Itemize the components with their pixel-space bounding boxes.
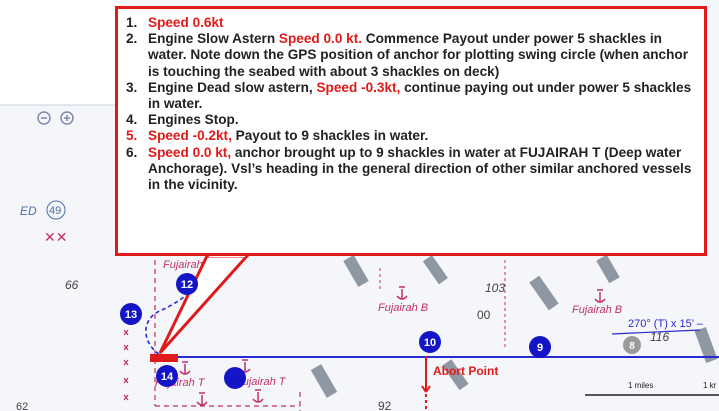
anchored-vessels <box>310 254 718 398</box>
step-5: 5.Speed -0.2kt, Payout to 9 shackles in … <box>126 128 429 144</box>
ed-number: 49 <box>49 205 61 217</box>
fujairah-top-label: Fujairah <box>163 259 203 271</box>
depth-62: 62 <box>16 401 28 411</box>
fujairah-b-label-2: Fujairah B <box>572 304 622 316</box>
chart-land-area <box>0 0 120 105</box>
svg-text:14: 14 <box>161 371 174 383</box>
step-1: 1.Speed 0.6kt <box>126 15 224 30</box>
svg-text:12: 12 <box>181 279 193 291</box>
marker-11[interactable]: 12 <box>176 273 198 295</box>
fujairah-b-label-1: Fujairah B <box>378 302 428 314</box>
svg-text:8: 8 <box>629 341 635 352</box>
step-6: 6.Speed 0.0 kt, anchor brought up to 9 s… <box>126 144 692 193</box>
marker-14[interactable] <box>224 367 246 389</box>
wreck-symbol-icon: ✕✕ <box>44 229 67 245</box>
marker-9[interactable]: 9 <box>529 336 551 358</box>
scale-label-2: 1 kr <box>703 381 717 390</box>
abort-point-label: Abort Point <box>433 364 498 378</box>
depth-66: 66 <box>65 278 79 292</box>
marker-10[interactable]: 10 <box>419 331 441 353</box>
svg-text:10: 10 <box>424 337 436 349</box>
scale-label-1: 1 miles <box>628 381 653 390</box>
fujairah-t-label-2: Fujairah T <box>236 376 287 388</box>
marker-8[interactable]: 8 <box>623 336 641 354</box>
depth-116: 116 <box>650 330 669 344</box>
step-3: 3.Engine Dead slow astern, Speed -0.3kt,… <box>126 79 692 112</box>
marker-12[interactable]: 13 <box>120 303 142 325</box>
instructions-callout: 1.Speed 0.6kt 2.Engine Slow Astern Speed… <box>115 6 707 256</box>
anchor-position-bar <box>150 354 178 362</box>
bearing-label: 270° (T) x 15’ – <box>628 318 704 330</box>
anchorage-boundary <box>154 260 301 411</box>
svg-text:9: 9 <box>537 342 543 354</box>
marker-13[interactable]: 14 <box>156 365 178 387</box>
cable-marks <box>123 329 129 401</box>
zoom-out-icon[interactable] <box>37 111 51 125</box>
ed-label: ED <box>20 204 37 218</box>
zoom-in-icon[interactable] <box>60 111 74 125</box>
step-4: 4.Engines Stop. <box>126 112 239 128</box>
depth-103: 103 <box>485 281 505 295</box>
depth-92: 92 <box>378 399 392 411</box>
steps-list: 1.Speed 0.6kt 2.Engine Slow Astern Speed… <box>126 15 694 193</box>
depth-00: 00 <box>477 308 491 322</box>
svg-text:13: 13 <box>125 309 137 321</box>
step-2: 2.Engine Slow Astern Speed 0.0 kt. Comme… <box>126 31 689 79</box>
